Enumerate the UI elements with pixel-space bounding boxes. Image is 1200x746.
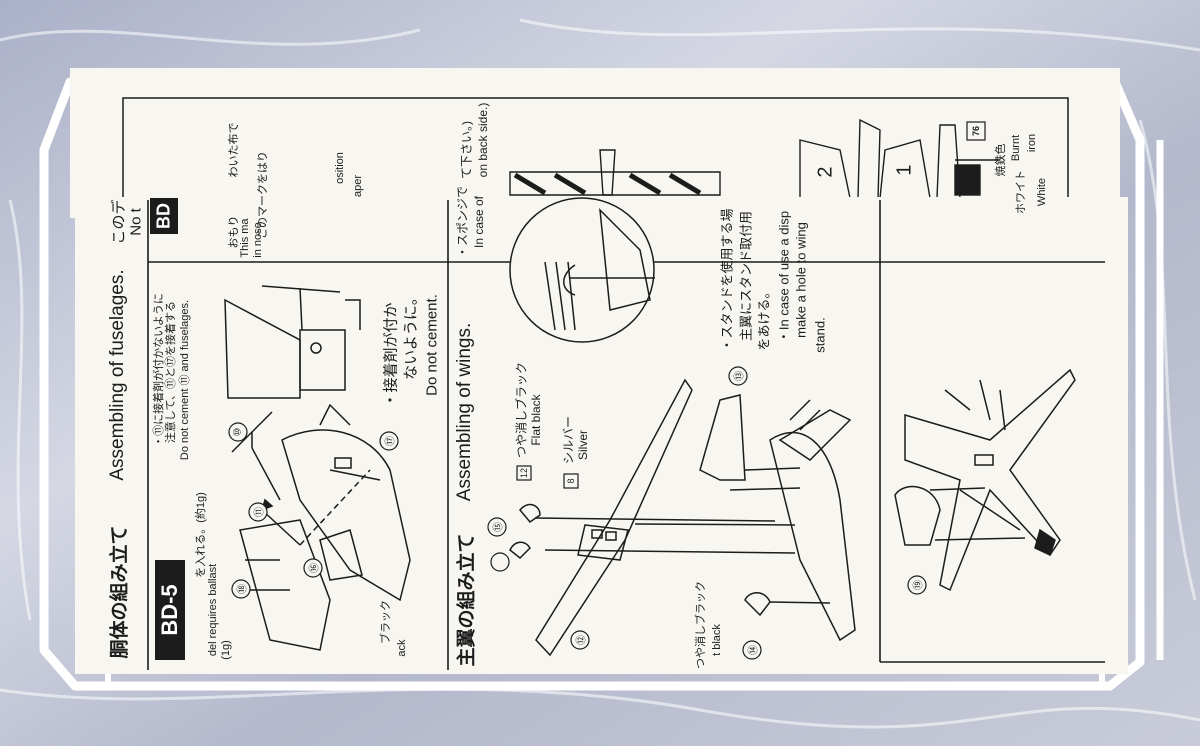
back-en-fragment-2: in nose	[252, 222, 264, 258]
bd5-code: BD-5	[157, 584, 182, 636]
front-sheet-frame	[147, 200, 1105, 670]
wing-title-jp: 主翼の組み立て	[456, 533, 478, 667]
ballast-note-en: del requires ballast	[207, 563, 219, 657]
paint-2-en: Silver	[576, 429, 590, 461]
back-text-fragment-2: No t	[127, 208, 145, 236]
stand-note-jp-1: ・スタンドを使用する場	[719, 208, 735, 352]
part-number-11: ⑪	[254, 507, 266, 517]
paint-1-jp: つや消しブラック	[514, 361, 529, 459]
part-number-18: ⑱	[237, 584, 249, 594]
stand-note-en-1: ・In case of use a disp	[776, 210, 792, 344]
bag-wrinkles	[0, 18, 1200, 729]
no-cement-warning-en: Do not cement.	[423, 294, 441, 396]
wing-part-callouts	[487, 366, 762, 660]
wing-title-en: Assembling of wings.	[454, 322, 475, 502]
no-cement-warning-jp-1: ・接着剤が付か	[382, 302, 400, 408]
fuselage-title-jp: 胴体の組み立て	[109, 525, 131, 659]
back-white-jp: ホワイト	[1015, 170, 1027, 214]
fuselage-diagram	[224, 285, 411, 651]
back-side-en: on back side.)	[476, 102, 490, 178]
paint-1-en: Flat black	[529, 394, 543, 446]
back-side-jp: て下さい。)	[459, 121, 474, 179]
decal-number-2: 2	[814, 166, 837, 178]
part-number-12: ⑫	[576, 635, 588, 645]
no-cement-warning-jp-2: ないように。	[402, 290, 420, 380]
bd5-label-box	[155, 560, 185, 660]
stand-note-jp-2: 主翼にスタンド取付用	[738, 210, 754, 342]
part-number-13: ⑬	[734, 371, 746, 381]
back-en-fragment-4: aper	[352, 174, 364, 198]
stand-note-en-3: stand.	[812, 317, 828, 353]
decal-number-1: 1	[893, 164, 916, 176]
back-paint-76-code: 76	[971, 125, 981, 137]
back-en-fragment-3: osition	[334, 152, 346, 184]
wing-diagram	[509, 197, 856, 657]
back-paint-76-jp: 焼鉄色	[995, 143, 1007, 177]
back-text-fragment-1: このデ	[110, 199, 128, 245]
part-number-14: ⑭	[748, 645, 760, 655]
stand-part-callout	[907, 575, 927, 595]
paint-fragment-jp: ブラック	[380, 600, 392, 644]
stand-note-en-2: make a hole to wing	[793, 222, 809, 338]
part-number-17: ⑰	[385, 436, 397, 446]
back-white-en: White	[1036, 177, 1048, 207]
paint-3-jp: つや消しブラック	[695, 581, 707, 669]
part-number-10: ⑩	[232, 427, 244, 437]
part-number-15: ⑮	[493, 522, 505, 532]
paint-2-code: 8	[566, 478, 576, 484]
back-en-fragment-1: This ma	[239, 218, 251, 258]
part-number-16: ⑯	[309, 563, 321, 573]
back-sheet-drawings	[509, 118, 1000, 199]
paint-76-box	[966, 121, 986, 141]
stand-note-jp-3: をあける。	[756, 285, 772, 351]
back-cement-jp: ・スポンジで	[455, 185, 470, 259]
back-bd-code: BD	[153, 203, 174, 229]
back-paint-76-en-1: Burnt	[1010, 134, 1022, 162]
paint-1-code: 12	[519, 467, 529, 479]
back-bd-label-box	[150, 198, 178, 234]
back-instruction-sheet	[70, 68, 1120, 218]
paint-fragment-en: ack	[396, 639, 408, 657]
fuselage-note-en: Do not cement ⑪ and fuselages.	[179, 299, 191, 461]
ballast-note-jp: を入れる。(約1g)	[195, 492, 207, 578]
back-paint-76-en-2: iron	[1026, 133, 1038, 153]
fuselage-title-en: Assembling of fuselages.	[107, 269, 128, 481]
back-jp-fragment-1: わいた布で	[228, 122, 240, 178]
fuselage-part-callouts	[228, 422, 399, 599]
back-cement-en: In case of	[472, 195, 486, 249]
stand-diagram	[894, 368, 1076, 592]
part-number-19: ⑲	[913, 580, 925, 590]
paint-2-jp: シルバー	[561, 415, 576, 465]
paint-3-en: t black	[711, 624, 723, 656]
ballast-weight: (1g)	[220, 640, 232, 660]
